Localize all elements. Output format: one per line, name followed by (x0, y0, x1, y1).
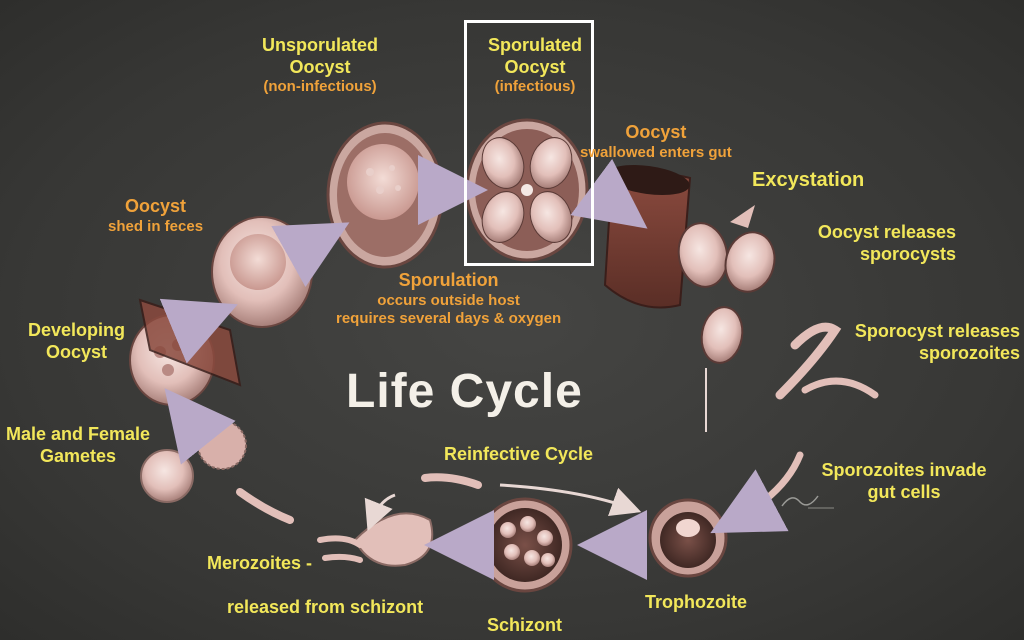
merozoites-label-line2: released from schizont (227, 597, 424, 617)
developing-oocyst-cell (129, 298, 242, 406)
sporulated-line2: Oocyst (504, 56, 566, 77)
gametes-line2: Gametes (40, 445, 117, 466)
invade-line1: Sporozoites invade (821, 460, 987, 480)
artist-signature-mark (781, 495, 834, 509)
reinfective-arrow (499, 483, 642, 517)
excystation-label: Excystation (752, 169, 865, 191)
sporulation-line1: occurs outside host (377, 291, 520, 309)
invade-line2: gut cells (867, 481, 941, 502)
reinfective-cycle-label: Reinfective Cycle (444, 444, 594, 464)
releases-sporocysts-line2: sporocysts (859, 243, 956, 264)
oocyst-releases-label: Oocyst releases sporocysts (778, 222, 956, 265)
sporulated-highlight-box (464, 20, 594, 266)
trophozoite-cell (648, 498, 728, 578)
releases-sporozoites-line2: sporozoites (918, 342, 1020, 363)
unsporulated-oocyst-cell (326, 121, 444, 269)
unsporulated-note: (non-infectious) (263, 78, 377, 96)
sporocyst-releases-label: Sporocyst releases sporozoites (830, 321, 1020, 364)
swallowed-oocyst-label: Oocyst swallowed enters gut (580, 122, 732, 162)
gut-section (603, 164, 692, 309)
sporozoites-invade-label: Sporozoites invade gut cells (818, 460, 990, 503)
sporulated-oocyst-label: Sporulated Oocyst (infectious) (488, 35, 582, 96)
developing-oocyst-label: Developing Oocyst (28, 320, 125, 363)
swallowed-line1: Oocyst (625, 122, 687, 142)
cycle-arrows (159, 155, 789, 580)
releases-sporocysts-line1: Oocyst releases (817, 222, 956, 242)
sporulated-oocyst-cell (465, 118, 589, 262)
schizont-cell (477, 497, 573, 593)
merozoite-return-arrow (364, 493, 396, 532)
sporulation-heading: Sporulation (398, 270, 499, 290)
unsporulated-line2: Oocyst (289, 56, 351, 77)
released-sporocysts (677, 205, 776, 364)
trophozoite-label: Trophozoite (645, 592, 747, 612)
unsporulated-line1: Unsporulated (262, 35, 379, 55)
sporulated-line1: Sporulated (488, 35, 583, 55)
sporulation-label: Sporulation occurs outside host requires… (336, 270, 561, 328)
gametes-label: Male and Female Gametes (6, 424, 150, 467)
developing-line2: Oocyst (45, 341, 108, 362)
swallowed-line2: swallowed enters gut (580, 143, 732, 161)
gametes-line1: Male and Female (6, 424, 151, 444)
diagram-title: Life Cycle (346, 365, 583, 418)
releases-sporozoites-line1: Sporocyst releases (854, 321, 1020, 341)
shed-line2: shed in feces (108, 217, 204, 235)
sporulated-note: (infectious) (494, 78, 576, 96)
developing-line1: Developing (28, 320, 126, 340)
merozoites-label-line1: Merozoites - (207, 553, 313, 573)
shed-line1: Oocyst (125, 196, 187, 216)
sporulation-line2: requires several days & oxygen (336, 309, 562, 327)
schizont-label: Schizont (487, 615, 562, 635)
oocyst-shed-label: Oocyst shed in feces (108, 196, 203, 236)
unsporulated-oocyst-label: Unsporulated Oocyst (non-infectious) (262, 35, 378, 96)
shed-oocyst-cell (211, 216, 313, 328)
gametes (140, 420, 247, 503)
